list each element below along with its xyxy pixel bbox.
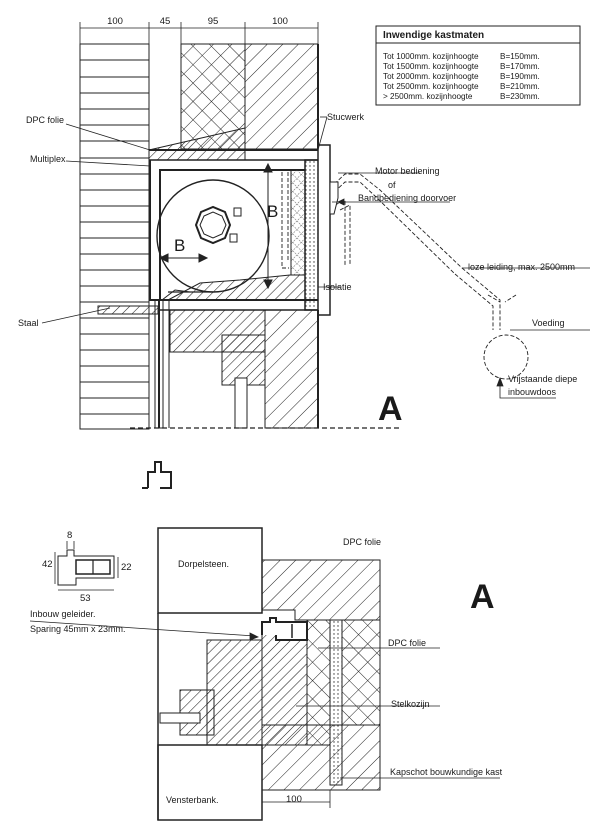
dim-100-bottom-line (261, 790, 331, 808)
label-bandbediening: Bandbediening doorvoer (358, 193, 456, 203)
table-title: Inwendige kastmaten (383, 30, 484, 41)
table-row-1-size: B=170mm. (500, 62, 540, 71)
table-row-4-size: B=230mm. (500, 92, 540, 101)
top-dimension-line (79, 22, 319, 44)
label-dorpelsteen: Dorpelsteen. (178, 559, 229, 569)
label-of: of (388, 180, 396, 190)
label-vensterbank: Vensterbank. (166, 795, 219, 805)
bottom-section: 8 42 22 53 100 (29, 527, 503, 821)
sill-bar (159, 712, 201, 724)
label-dpc-folie-top: DPC folie (343, 537, 381, 547)
roller-drum (156, 179, 270, 293)
inbouw-geleider (261, 617, 308, 641)
label-stelkozijn: Stelkozijn (391, 699, 430, 709)
dim-100-left: 100 (107, 16, 123, 27)
vensterbank-block (157, 744, 263, 821)
label-motor-bediening: Motor bediening (375, 166, 440, 176)
table-row-0-size: B=150mm. (500, 52, 540, 61)
dimension-table: Inwendige kastmaten Tot 1000mm. kozijnho… (375, 25, 581, 106)
section-letter-bottom: A (470, 578, 495, 616)
label-staal: Staal (18, 318, 39, 328)
dim-100-right: 100 (272, 16, 288, 27)
staal-lintel (97, 305, 159, 315)
b-dimension-arrows (158, 162, 273, 290)
label-isolatie: Isolatie (323, 282, 352, 292)
table-row-2-height: Tot 2000mm. kozijnhoogte (383, 72, 479, 81)
dorpelsteen-block (157, 527, 263, 614)
guide-rail-top (154, 289, 191, 429)
profile-dim-8: 8 (67, 530, 72, 541)
table-row-3-size: B=210mm. (500, 82, 540, 91)
label-inbouw-2: Sparing 45mm x 23mm. (30, 624, 126, 634)
b-label-vertical: B (267, 202, 278, 221)
profile-dim-42: 42 (42, 559, 53, 570)
label-dpc-folie-mid: DPC folie (388, 638, 426, 648)
dim-95: 95 (208, 16, 219, 27)
insulation-bottom-right (341, 619, 381, 726)
label-multiplex: Multiplex (30, 154, 66, 164)
motor-cable-path (281, 172, 529, 380)
table-row-4-height: > 2500mm. kozijnhoogte (383, 92, 473, 101)
window-frame-bottom (206, 639, 263, 746)
b-label-horizontal: B (174, 236, 185, 255)
inner-wall-bottom (264, 309, 319, 429)
roller-box (149, 144, 331, 316)
guide-profile-top (142, 461, 172, 489)
label-dpc-folie: DPC folie (26, 115, 64, 125)
inner-wall-hatched-top (261, 559, 381, 621)
label-stucwerk: Stucwerk (327, 112, 365, 122)
label-vrijstaande-2: inbouwdoos (508, 387, 557, 397)
window-frame-mid (221, 334, 266, 386)
top-leader-lines (41, 116, 590, 399)
profile-dim-22: 22 (121, 562, 132, 573)
profile-dim-53: 53 (80, 593, 91, 604)
section-letter-top: A (378, 390, 403, 428)
table-row-3-height: Tot 2500mm. kozijnhoogte (383, 82, 479, 91)
inner-wall-top (244, 43, 319, 150)
label-inbouw-1: Inbouw geleider. (30, 609, 96, 619)
label-voeding: Voeding (532, 318, 565, 328)
bottom-leader-lines (29, 620, 500, 779)
top-section: 100 45 95 100 (18, 16, 590, 489)
stelkozijn-frame (261, 627, 308, 746)
glass-stop (234, 377, 248, 429)
table-row-0-height: Tot 1000mm. kozijnhoogte (383, 52, 479, 61)
outer-brick-wall (79, 43, 150, 430)
table-row-1-height: Tot 1500mm. kozijnhoogte (383, 62, 479, 71)
motor-housing (329, 181, 339, 215)
table-row-2-size: B=190mm. (500, 72, 540, 81)
label-vrijstaande-1: Vrijstaande diepe (508, 374, 577, 384)
label-kapschot: Kapschot bouwkundige kast (390, 767, 503, 777)
dim-100-bottom: 100 (286, 794, 302, 805)
profile-detail (54, 541, 119, 591)
label-loze-leiding: loze leiding, max. 2500mm (468, 262, 575, 272)
dim-45: 45 (160, 16, 171, 27)
